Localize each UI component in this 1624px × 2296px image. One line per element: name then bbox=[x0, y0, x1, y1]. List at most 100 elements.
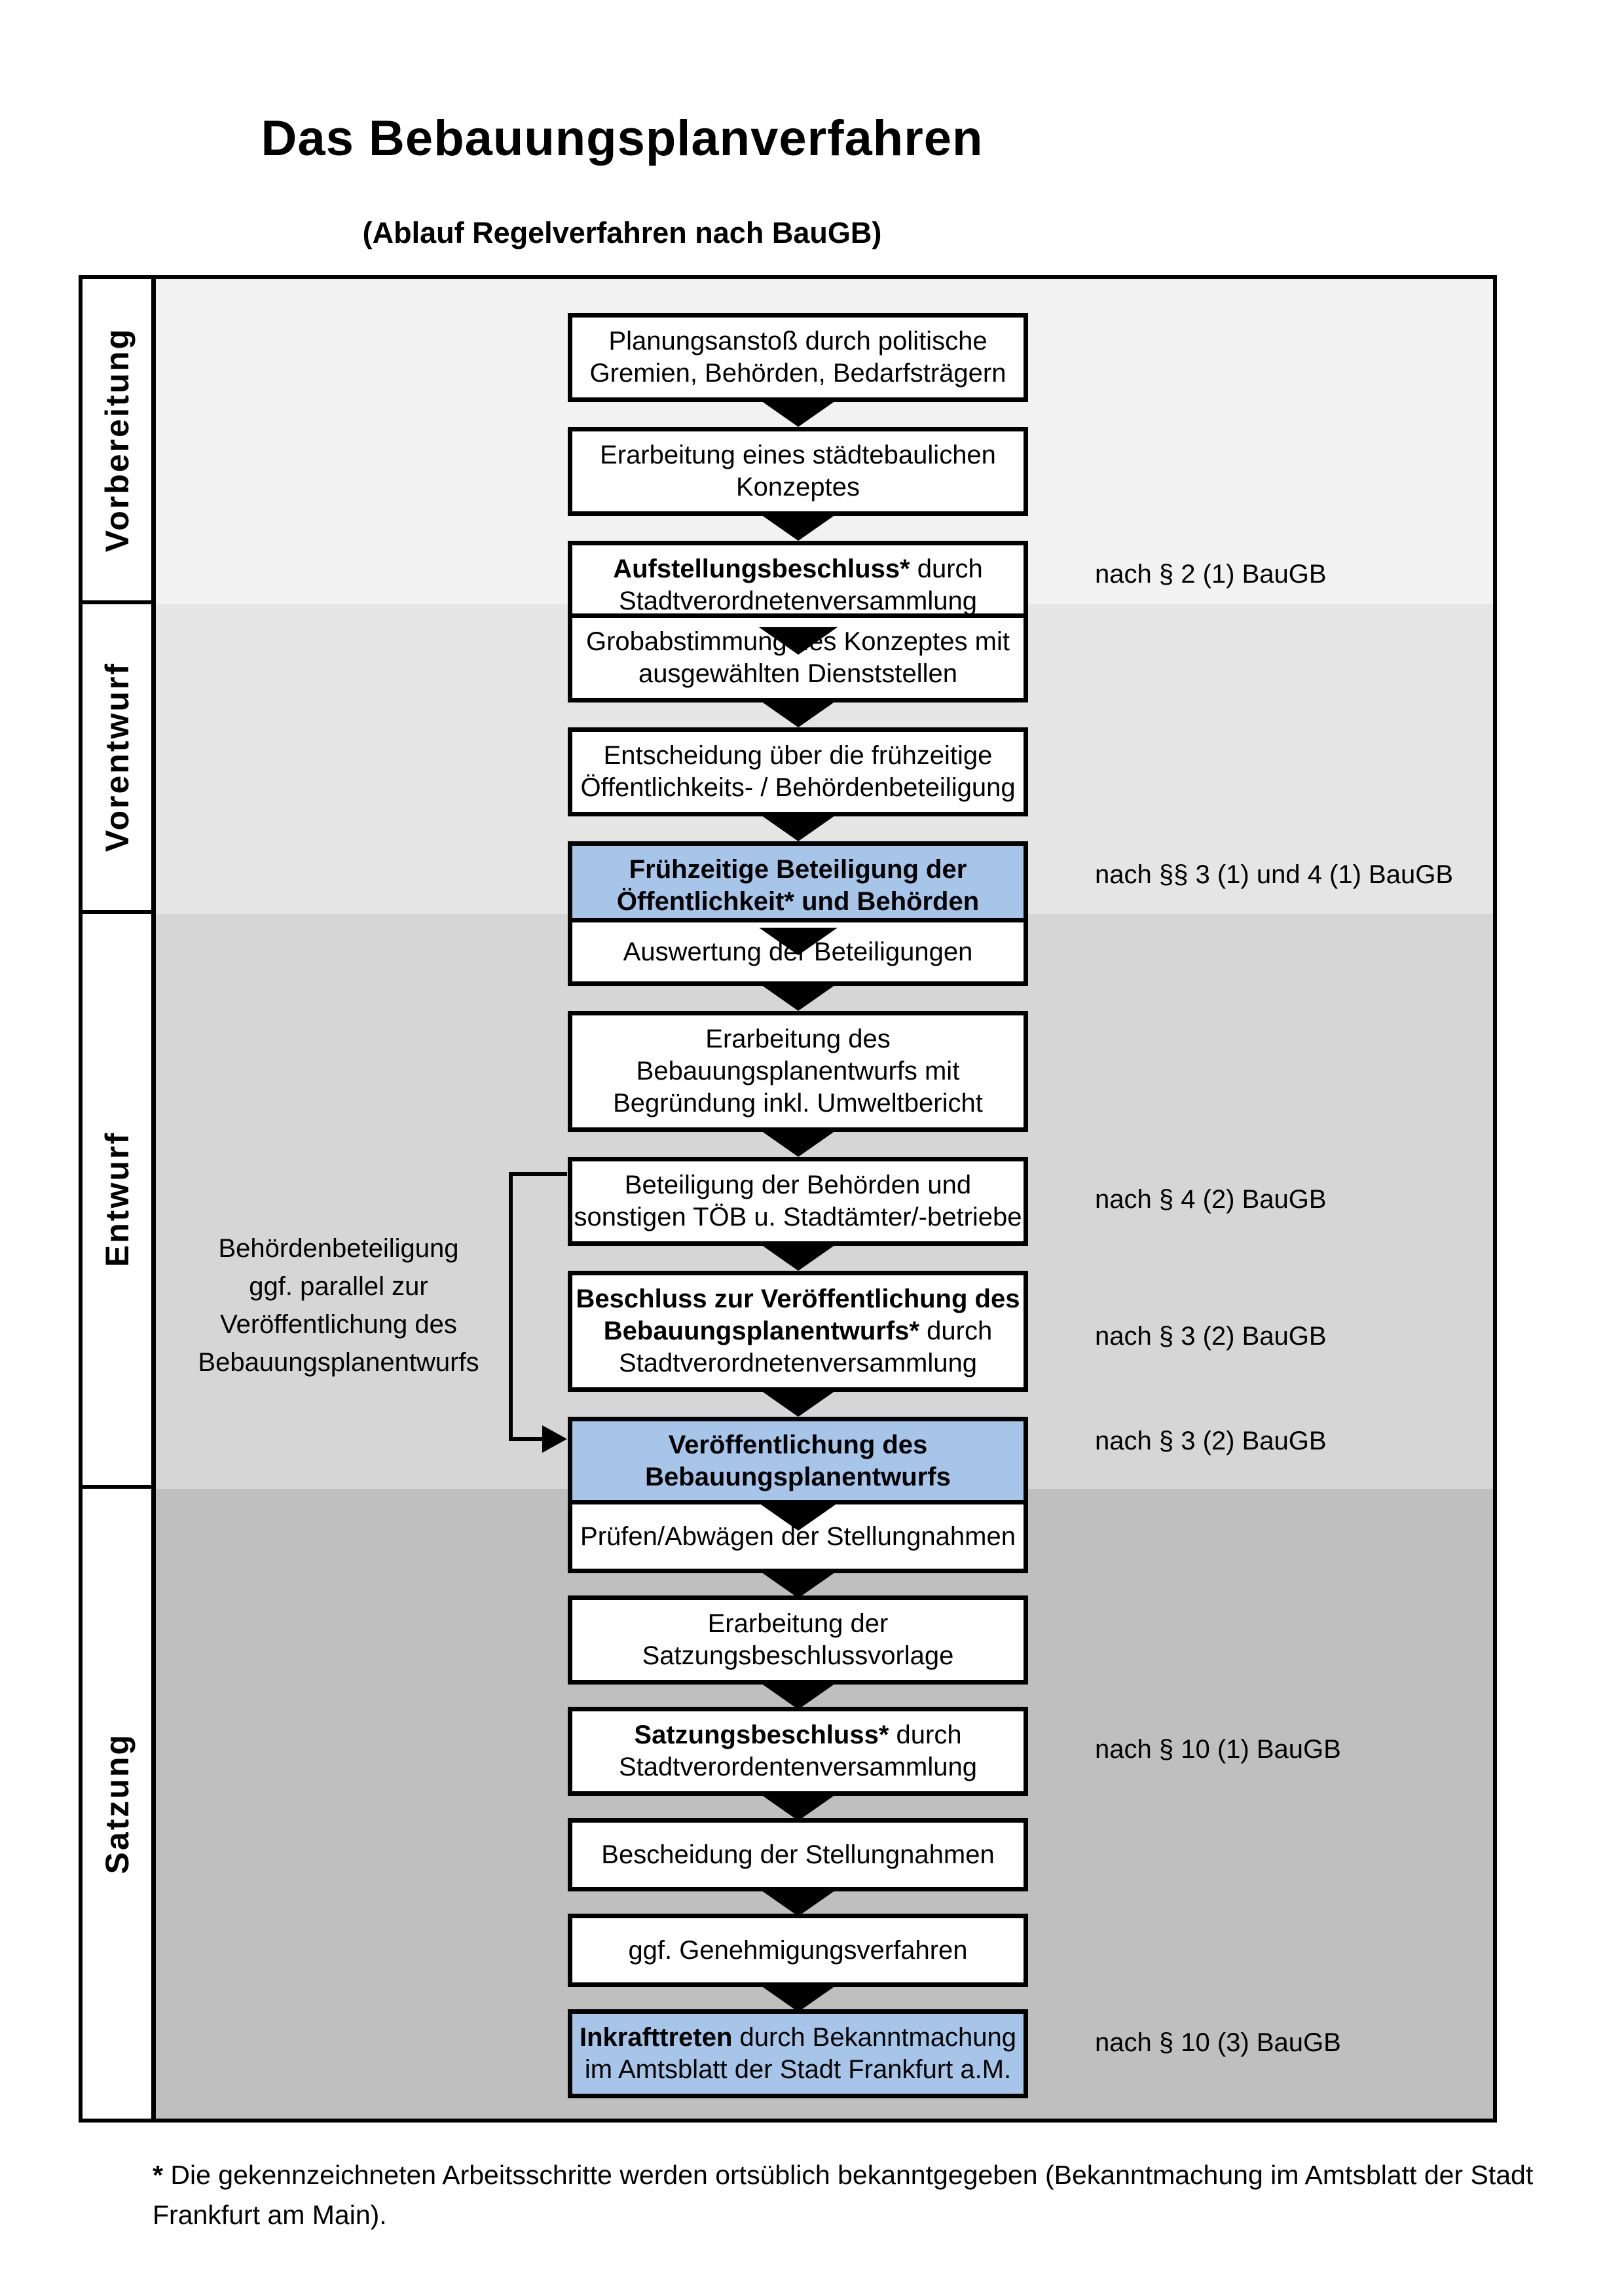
flow-step: Inkrafttreten durch Bekanntmachung im Amt… bbox=[568, 2009, 1028, 2098]
flow-box-line: im Amtsblatt der Stadt Frankfurt a.M. bbox=[584, 2055, 1012, 2084]
down-arrow-icon bbox=[758, 814, 838, 841]
phase-cell-vorentwurf: Vorentwurf bbox=[83, 604, 151, 914]
page-title: Das Bebauungsplanverfahren bbox=[261, 111, 984, 166]
down-arrow-icon bbox=[758, 1503, 838, 1531]
flow-box-line: Inkrafttreten durch Bekanntmachung bbox=[580, 2023, 1017, 2052]
flow-box-line: ausgewählten Dienststellen bbox=[638, 659, 957, 688]
footnote: * Die gekennzeichneten Arbeitsschritte w… bbox=[153, 2155, 1547, 2235]
down-arrow-icon bbox=[758, 1682, 838, 1709]
flow-step: Beteiligung der Behörden und sonstigen TÖ… bbox=[568, 1157, 1028, 1271]
flow-box-line: Frühzeitige Beteiligung der bbox=[629, 855, 967, 884]
flow-box-line: Bescheidung der Stellungnahmen bbox=[601, 1840, 995, 1869]
down-arrow-icon bbox=[758, 513, 838, 541]
legal-note: nach § 10 (3) BauGB bbox=[1095, 2028, 1341, 2057]
flow-step: ggf. Genehmigungsverfahren bbox=[568, 1914, 1028, 2012]
phase-cell-vorbereitung: Vorbereitung bbox=[83, 279, 151, 604]
legal-note: nach § 3 (2) BauGB bbox=[1095, 1322, 1327, 1351]
down-arrow-icon bbox=[758, 1389, 838, 1417]
flow-box-line: Entscheidung über die frühzeitige bbox=[603, 741, 993, 770]
flow-box-line: Bebauungsplanentwurfs* durch bbox=[603, 1317, 993, 1345]
flow-box-line: Erarbeitung eines städtebaulichen bbox=[600, 441, 996, 469]
phase-cell-satzung: Satzung bbox=[83, 1489, 151, 2119]
side-annotation: Behördenbeteiligung ggf. parallel zur Ve… bbox=[198, 1234, 479, 1377]
flow-box-line: Bebauungsplanentwurfs mit bbox=[636, 1057, 960, 1085]
phase-label: Entwurf bbox=[98, 1131, 136, 1267]
flow-box-line: ggf. Genehmigungsverfahren bbox=[628, 1935, 968, 1965]
legal-note: nach § 10 (1) BauGB bbox=[1095, 1735, 1341, 1764]
bracket-top-line bbox=[509, 1172, 567, 1176]
flow-box-line: Stadtverordnetenversammlung bbox=[619, 587, 977, 615]
down-arrow-icon bbox=[758, 928, 838, 955]
down-arrow-icon bbox=[758, 1243, 838, 1271]
phase-label: Vorbereitung bbox=[98, 327, 136, 553]
bracket-bottom-line bbox=[509, 1437, 544, 1441]
down-arrow-icon bbox=[758, 627, 838, 655]
down-arrow-icon bbox=[758, 1129, 838, 1157]
flow-box-line: Planungsanstoß durch politische bbox=[608, 327, 987, 355]
flow-box-highlighted: Inkrafttreten durch Bekanntmachung im Amt… bbox=[568, 2009, 1028, 2098]
flow-box-line: sonstigen TÖB u. Stadtämter/-betriebe bbox=[574, 1203, 1022, 1231]
flow-box-line: Konzeptes bbox=[735, 473, 860, 501]
flow-box-line: Erarbeitung des bbox=[705, 1025, 891, 1053]
phase-label: Vorentwurf bbox=[98, 662, 136, 852]
down-arrow-icon bbox=[758, 700, 838, 727]
legal-note: nach §§ 3 (1) und 4 (1) BauGB bbox=[1095, 860, 1453, 889]
bracket-vertical-line bbox=[509, 1172, 513, 1441]
down-arrow-icon bbox=[758, 1889, 838, 1916]
footnote-asterisk: * bbox=[153, 2160, 163, 2190]
down-arrow-icon bbox=[758, 1793, 838, 1821]
flow-step: Bescheidung der Stellungnahmen bbox=[568, 1818, 1028, 1916]
flow-box: Bescheidung der Stellungnahmen bbox=[568, 1818, 1028, 1891]
flow-box-line: Beteiligung der Behörden und bbox=[624, 1171, 972, 1199]
flow-box-line: Satzungsbeschlussvorlage bbox=[642, 1641, 954, 1670]
legal-note: nach § 2 (1) BauGB bbox=[1095, 560, 1327, 589]
page-subtitle: (Ablauf Regelverfahren nach BauGB) bbox=[362, 216, 882, 249]
flow-box-line: Aufstellungsbeschluss* durch bbox=[613, 555, 983, 583]
down-arrow-icon bbox=[758, 1984, 838, 2012]
flow-box-line: Stadtverordentenversammlung bbox=[619, 1753, 977, 1781]
flow-box-line: Gremien, Behörden, Bedarfsträgern bbox=[589, 359, 1006, 388]
flow-box-line: Öffentlichkeits- / Behördenbeteiligung bbox=[580, 773, 1016, 802]
phase-label: Satzung bbox=[98, 1733, 136, 1874]
legal-note: nach § 4 (2) BauGB bbox=[1095, 1185, 1327, 1214]
down-arrow-icon bbox=[758, 399, 838, 427]
flow-box-line: Begründung inkl. Umweltbericht bbox=[613, 1089, 983, 1118]
flow-box: Beteiligung der Behörden und sonstigen TÖ… bbox=[568, 1157, 1028, 1246]
flow-box-line: Stadtverordnetenversammlung bbox=[619, 1349, 977, 1377]
flow-box-line: Bebauungsplanentwurfs bbox=[645, 1463, 951, 1491]
flow-box-line: Öffentlichkeit* und Behörden bbox=[616, 887, 980, 916]
flow-box-line: Veröffentlichung des bbox=[668, 1430, 928, 1459]
legal-note: nach § 3 (2) BauGB bbox=[1095, 1427, 1327, 1455]
phase-cell-entwurf: Entwurf bbox=[83, 914, 151, 1489]
flow-box-line: Satzungsbeschluss* durch bbox=[634, 1721, 962, 1749]
flow-box: ggf. Genehmigungsverfahren bbox=[568, 1914, 1028, 1987]
flow-box-line: Beschluss zur Veröffentlichung des bbox=[576, 1285, 1020, 1313]
flow-box-line: Erarbeitung der bbox=[707, 1609, 889, 1638]
down-arrow-icon bbox=[758, 1571, 838, 1598]
